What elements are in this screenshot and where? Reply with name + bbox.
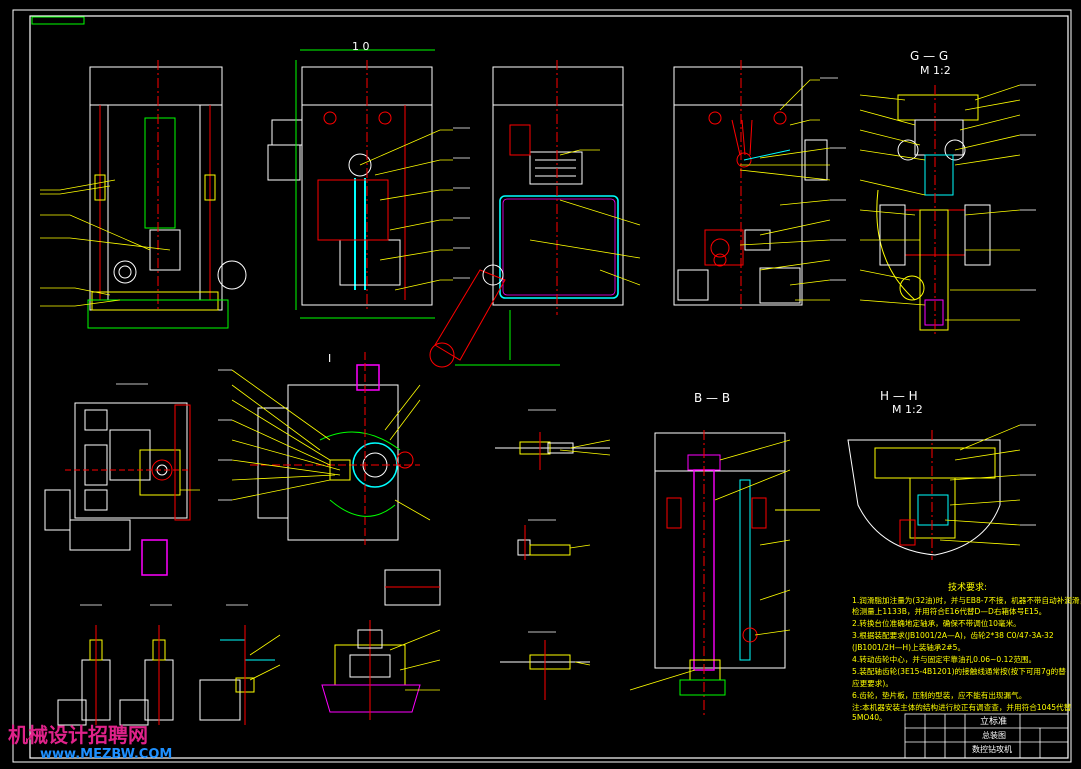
label-gg: G — G [910,49,948,63]
tech-note-line: 应更要求)。 [852,678,893,688]
tech-note-line: 1.润滑脂加注量为(32油)时，并与EB8-7不接，机器不带自动补润滑， [852,595,1081,605]
view-front-2 [267,49,435,319]
section-gg [876,85,991,335]
corner-tag [31,16,85,25]
view-plan-left [44,402,191,576]
watermark-cn: 机械设计招聘网 [8,723,148,747]
tech-note-line: 5MO40。 [852,713,887,722]
tech-notes-title: 技术要求: [948,581,987,593]
tech-note-line: 5.装配轴齿轮(3E15-4B1201)的接触线通常按(按下可用7g的替 [852,666,1066,676]
leader-lines [40,79,1021,691]
section-hh [847,430,1001,560]
tech-note-line: 4.转动齿轮中心，并与固定牢靠油孔0.06~0.12范围。 [852,654,1036,664]
watermark-url: www.MEZBW.COM [40,747,172,762]
view-side-4 [673,60,828,310]
title-block-name: 立标准 [980,715,1007,727]
part-number-stubs [80,77,1036,633]
label-mid-i: I [328,352,331,365]
tech-note-line: 6.齿轮，垫片板，压制的型装，应不能有出现漏气。 [852,690,1026,700]
label-top-dim: 1 0 [352,40,370,53]
tech-note-line: 检测量上1133B，并用符合E16代替D—D右箱体号E15。 [852,606,1046,616]
title-block-sub1: 总装图 [982,730,1006,740]
label-hh: H — H [880,389,918,403]
title-block [904,713,1069,759]
tech-notes: 技术要求: 1.润滑脂加注量为(32油)时，并与EB8-7不接，机器不带自动补润… [852,581,1081,722]
outer-frame [12,9,1072,763]
tech-note-line: (JB1001/2H—H)上装轴承2#5。 [852,642,965,652]
inner-frame [29,15,1069,759]
detail-flange [321,620,421,720]
tech-note-line: 注:本机器安装主体的结构进行校正有调查查，并用符合1045代替 [852,702,1072,712]
label-bb: B — B [694,391,730,405]
detail-fittings [57,625,275,726]
view-side-3 [429,60,624,368]
detail-small-views [384,432,610,700]
tech-note-line: 2.转换台位准确地定轴承，确保不带调位10毫米。 [852,618,1021,628]
section-bb [654,430,820,715]
title-block-sub2: 数控钻攻机 [972,744,1012,754]
label-hh-scale: M 1:2 [892,403,923,416]
view-front-1 [87,60,247,329]
tech-note-line: 3.根据装配要求(JB1001/2A—A)，齿轮2*38 C0/47-3A-32 [852,630,1054,640]
view-gearbox [250,352,420,545]
label-gg-scale: M 1:2 [920,64,951,77]
